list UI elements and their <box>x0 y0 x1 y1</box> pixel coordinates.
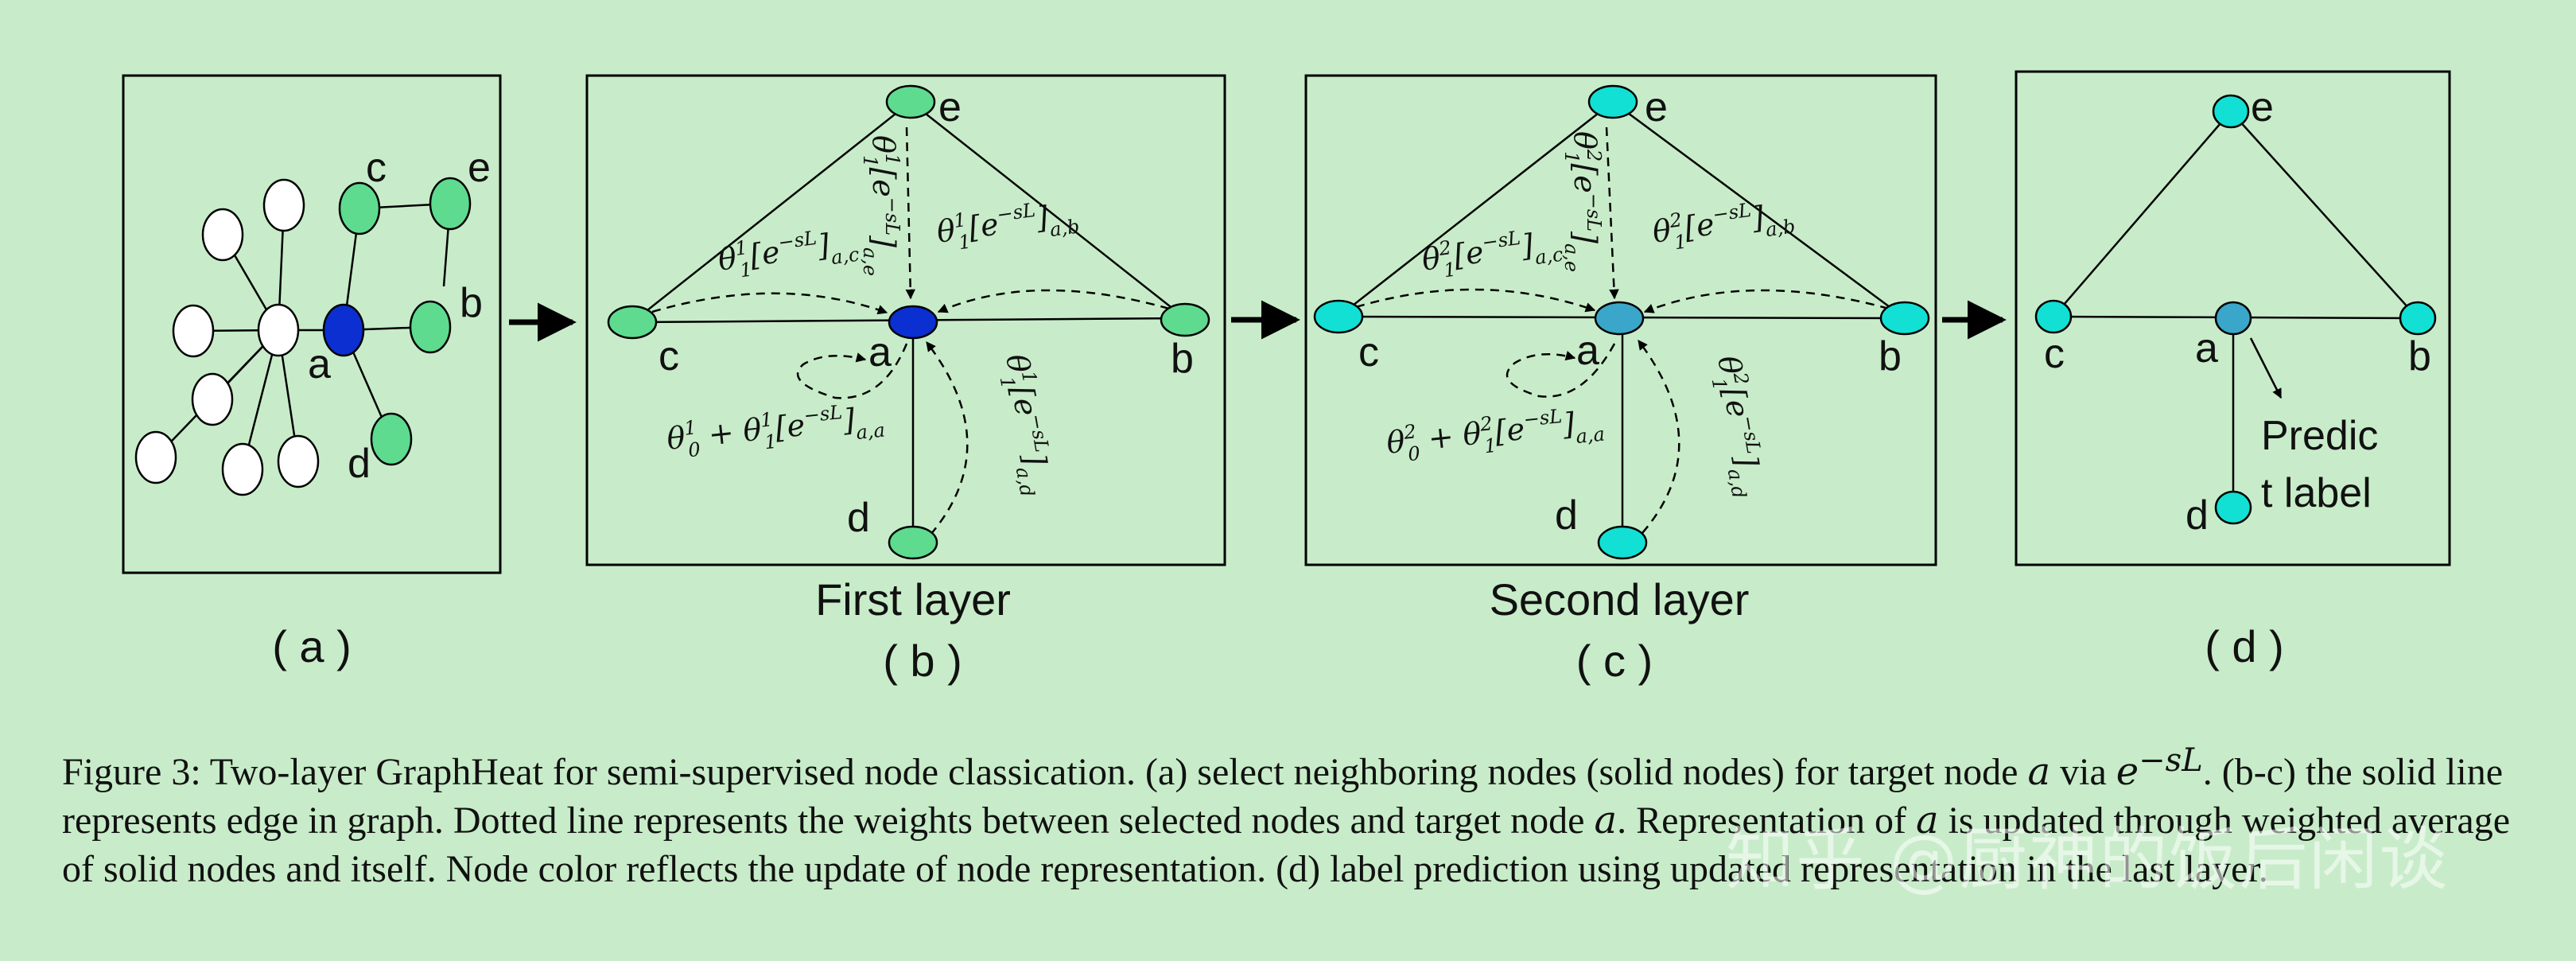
node-b <box>2399 301 2437 336</box>
caption-exp-base: e <box>2116 749 2139 794</box>
predict-label-line1: Predic <box>2261 413 2378 459</box>
panel-c: e c a b d θ21[e−sL]a,c θ21[e−sL]a,e θ21[… <box>1304 74 1937 686</box>
layer-label-first: First layer <box>815 574 1011 624</box>
node-b <box>1879 301 1930 336</box>
panel-b-label: ( b ) <box>883 636 962 686</box>
node-white <box>221 442 264 496</box>
node-white <box>134 430 177 484</box>
caption-text-2: via <box>2050 751 2116 793</box>
node-white <box>277 434 320 488</box>
node-e <box>1587 84 1638 119</box>
predict-label-line2: t label <box>2261 470 2372 516</box>
node-b <box>1160 302 1210 337</box>
node-c <box>2034 299 2073 334</box>
node-label-c: c <box>1358 329 1379 375</box>
node-white <box>262 178 305 232</box>
node-a-target <box>1594 301 1645 336</box>
panel-d-nodes <box>2034 94 2437 525</box>
node-d <box>888 525 938 560</box>
caption-var-a: a <box>1594 798 1618 842</box>
weight-ae: θ21[e−sL]a,e <box>1560 131 1605 272</box>
panel-a-label: ( a ) <box>272 621 352 671</box>
caption-text-1: Figure 3: Two-layer GraphHeat for semi-s… <box>62 751 2028 793</box>
caption-var-a: a <box>1915 798 1939 842</box>
node-b <box>409 300 452 354</box>
panel-b: e c a b d θ11[e−sL]a,c θ11[e−sL]a,e θ11[… <box>585 74 1226 686</box>
caption-text-4: . Representation of <box>1617 800 1916 842</box>
panel-c-nodes <box>1313 84 1930 560</box>
node-label-a: a <box>868 329 892 375</box>
node-white <box>191 372 234 426</box>
node-c <box>338 181 381 235</box>
node-label-a: a <box>2195 325 2218 372</box>
panel-d-frame <box>2015 70 2451 566</box>
node-c <box>1313 299 1364 334</box>
node-label-a: a <box>1576 328 1599 374</box>
caption-var-a: a <box>2027 749 2051 794</box>
layer-label-second: Second layer <box>1490 574 1750 624</box>
weight-ae: θ11[e−sL]a,e <box>859 135 903 276</box>
node-label-b: b <box>1171 336 1194 382</box>
weight-aa: θ20 + θ21[e−sL]a,a <box>1385 401 1606 468</box>
panel-d: e c a b d Predic t label ( d ) <box>2015 70 2451 671</box>
node-label-e: e <box>938 84 962 130</box>
panel-c-weights <box>1355 126 1890 534</box>
node-label-b: b <box>2408 333 2431 379</box>
weight-aa: θ10 + θ11[e−sL]a,a <box>665 397 886 464</box>
node-d <box>2214 490 2252 525</box>
predict-arrow <box>2249 337 2283 399</box>
graphheat-diagram: c e b a d ( a ) e c <box>122 70 2451 686</box>
node-c <box>607 305 658 340</box>
weight-ac: θ21[e−sL]a,c <box>1420 221 1564 285</box>
node-e <box>429 177 472 231</box>
node-label-d: d <box>1555 492 1578 539</box>
node-d <box>370 412 413 466</box>
node-label-b: b <box>1879 333 1902 379</box>
panel-c-frame <box>1304 74 1937 566</box>
caption-text-5: is updated through weighted average of s… <box>62 800 2511 890</box>
weight-ad: θ21[e−sL]a,d <box>1704 352 1772 500</box>
node-label-e: e <box>468 145 491 191</box>
node-label-c: c <box>366 145 387 191</box>
figure-caption: Figure 3: Two-layer GraphHeat for semi-s… <box>62 736 2520 893</box>
watermark: 知乎 @厨神的饭后闲谈 <box>1726 820 2450 900</box>
panel-b-nodes <box>607 84 1210 560</box>
panel-a: c e b a d ( a ) <box>122 74 502 671</box>
node-a-target <box>322 303 365 357</box>
caption-text-3: . (b-c) the solid line represents edge i… <box>62 751 2503 842</box>
panel-c-label: ( c ) <box>1576 636 1653 686</box>
node-label-c: c <box>659 333 679 379</box>
node-a-target <box>888 305 938 340</box>
node-label-d: d <box>847 495 870 541</box>
node-label-a: a <box>308 341 331 387</box>
weight-ac: θ11[e−sL]a,c <box>716 221 861 285</box>
caption-exp-sup: −sL <box>2139 742 2203 779</box>
node-d <box>1597 525 1648 560</box>
weight-ab: θ21[e−sL]a,b <box>1650 193 1797 257</box>
node-e <box>885 84 936 119</box>
panel-b-frame <box>585 74 1226 566</box>
node-label-b: b <box>460 280 483 326</box>
panel-a-frame <box>122 74 502 574</box>
weight-ad: θ11[e−sL]a,d <box>992 351 1060 498</box>
node-label-d: d <box>2186 492 2209 539</box>
node-label-c: c <box>2044 331 2065 377</box>
node-label-e: e <box>2251 84 2274 130</box>
node-e <box>2212 94 2250 129</box>
node-a-target <box>2214 301 2252 336</box>
weight-ab: θ11[e−sL]a,b <box>934 193 1081 257</box>
node-white <box>201 208 244 262</box>
node-white <box>257 303 300 357</box>
panel-a-nodes <box>134 177 472 496</box>
panel-d-label: ( d ) <box>2205 621 2284 671</box>
node-white <box>172 304 215 358</box>
panel-b-weights <box>651 126 1170 535</box>
node-label-e: e <box>1645 84 1668 130</box>
node-label-d: d <box>348 441 371 487</box>
